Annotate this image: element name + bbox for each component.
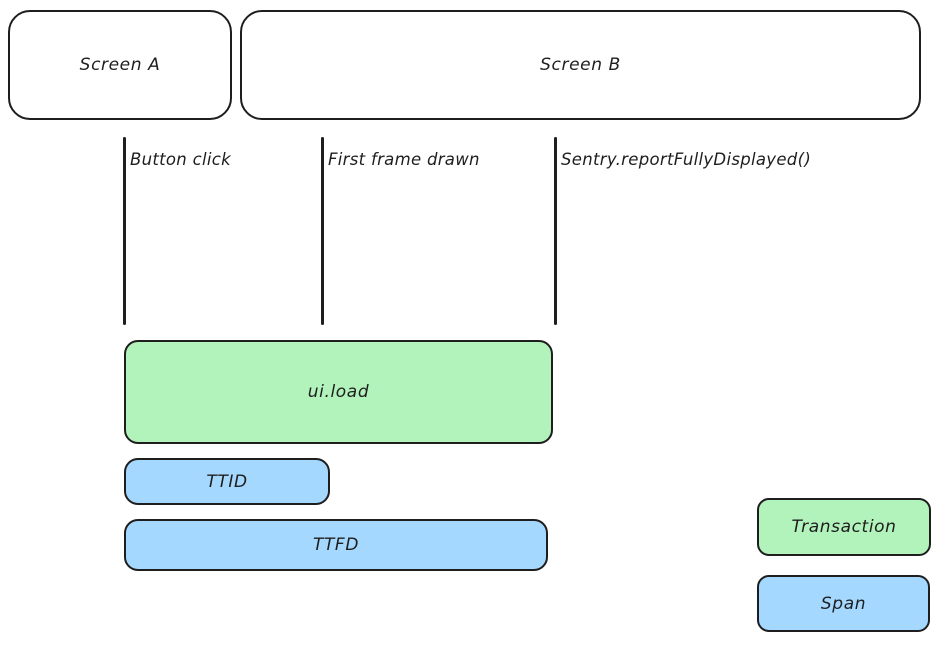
legend-item-span: Span [757, 575, 930, 632]
marker-label-button-click: Button click [130, 150, 231, 169]
bar-ui-load: ui.load [124, 340, 553, 444]
bar-ttid-label: TTID [206, 471, 248, 492]
bar-ttfd: TTFD [124, 519, 548, 571]
screen-box-a: Screen A [8, 10, 232, 120]
marker-label-first-frame-drawn: First frame drawn [328, 150, 480, 169]
screen-box-a-label: Screen A [79, 55, 161, 75]
bar-ui-load-label: ui.load [307, 382, 370, 402]
marker-line-first-frame-drawn [321, 137, 324, 325]
legend-item-span-label: Span [820, 593, 867, 614]
bar-ttid: TTID [124, 458, 330, 505]
marker-label-report-fully-displayed: Sentry.reportFullyDisplayed() [561, 150, 812, 169]
legend-item-transaction-label: Transaction [791, 517, 897, 537]
screen-box-b-label: Screen B [540, 55, 621, 75]
screen-box-b: Screen B [240, 10, 921, 120]
marker-line-button-click [123, 137, 126, 325]
bar-ttfd-label: TTFD [312, 535, 360, 555]
marker-line-report-fully-displayed [554, 137, 557, 325]
legend-item-transaction: Transaction [757, 498, 931, 556]
